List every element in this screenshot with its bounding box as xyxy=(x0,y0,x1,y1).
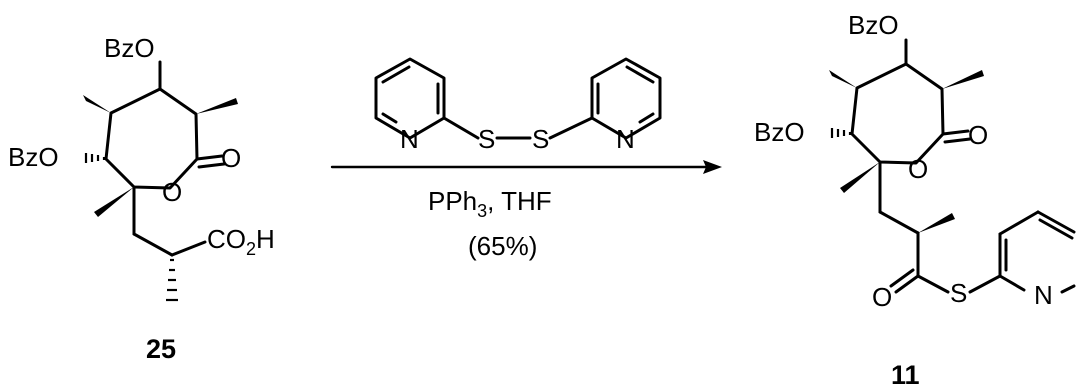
reagent-conditions-line1: PPh3, THF xyxy=(428,186,552,221)
ring-oxygen-label: O xyxy=(162,177,182,207)
product-11: BzO BzO O O O S N 11 xyxy=(754,10,1076,388)
reagent-s-right-label: S xyxy=(532,124,549,154)
reagent-n-left-label: N xyxy=(400,124,419,154)
hashed-bond-bzo-left-11 xyxy=(830,128,852,138)
product-bzo-left-label: BzO xyxy=(754,117,805,147)
product-ring-oxygen-label: O xyxy=(908,154,928,184)
hashed-bond-methyl-25 xyxy=(166,258,178,302)
reaction-yield: (65%) xyxy=(468,231,537,261)
reagent-dipyridyl-disulfide: N S S N xyxy=(374,57,662,154)
carbonyl-oxygen-label: O xyxy=(221,143,241,173)
compound-number-11: 11 xyxy=(891,360,920,388)
product-bzo-top-label: BzO xyxy=(848,10,899,40)
starting-material-25: BzO BzO O O CO2H 25 xyxy=(8,33,275,364)
reagent-s-left-label: S xyxy=(478,124,495,154)
thioester-sulfur-label: S xyxy=(950,278,967,308)
product-carbonyl-oxygen-label: O xyxy=(968,120,988,150)
bzo-left-label: BzO xyxy=(8,142,59,172)
reaction-arrow xyxy=(330,160,722,174)
hashed-bond-bzo-left xyxy=(84,153,106,163)
compound-number-25: 25 xyxy=(146,334,176,364)
bzo-top-label: BzO xyxy=(104,33,155,63)
thioester-oxygen-label: O xyxy=(872,282,892,312)
reagent-n-right-label: N xyxy=(616,124,635,154)
pyridine-nitrogen-label: N xyxy=(1034,280,1053,310)
carboxylic-acid-label: CO2H xyxy=(207,224,275,259)
